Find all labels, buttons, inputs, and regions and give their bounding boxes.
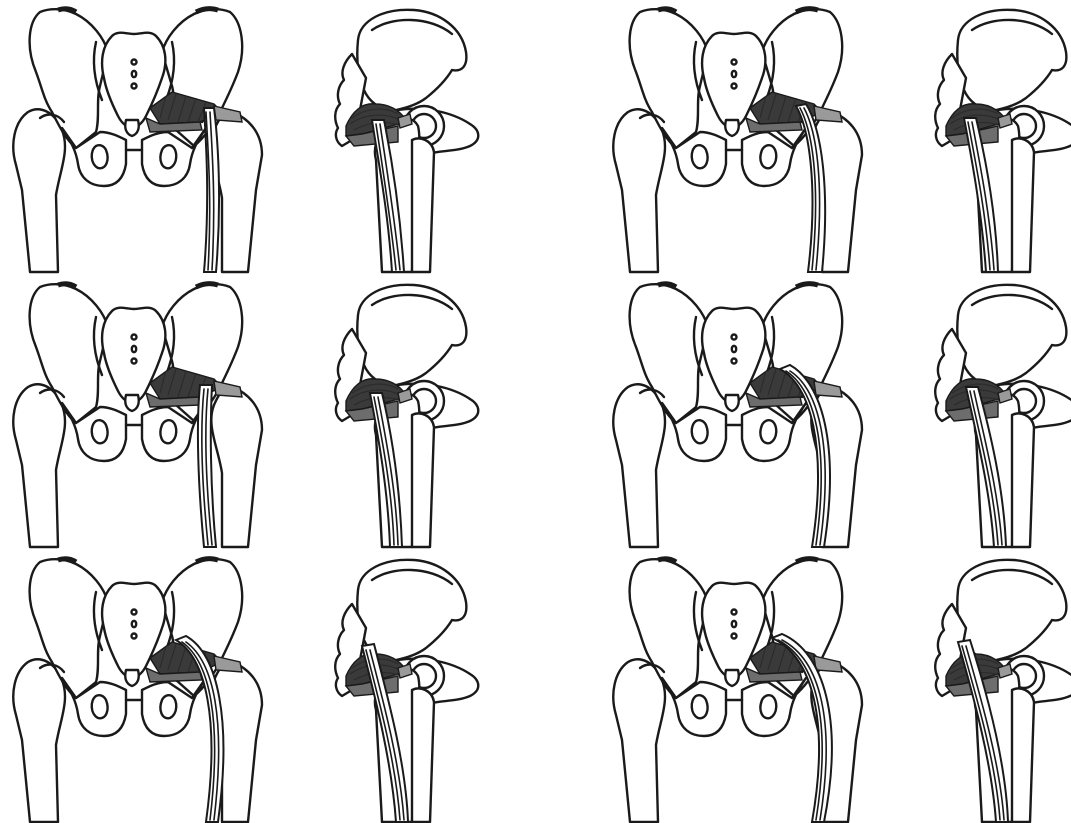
panel-row2-col1: [13, 284, 478, 547]
panel-row1-col2: [613, 9, 1071, 272]
panel-row3-col1: [13, 559, 478, 822]
panel-row2-col2: [613, 284, 1071, 547]
tendon-bundle: [204, 108, 219, 272]
anterior-pelvis-view: [13, 559, 262, 822]
anterior-pelvis-view: [13, 284, 262, 547]
anterior-pelvis-view: [13, 9, 262, 272]
panel-row1-col1: [13, 9, 478, 272]
panel-row3-col2: [613, 559, 1071, 822]
